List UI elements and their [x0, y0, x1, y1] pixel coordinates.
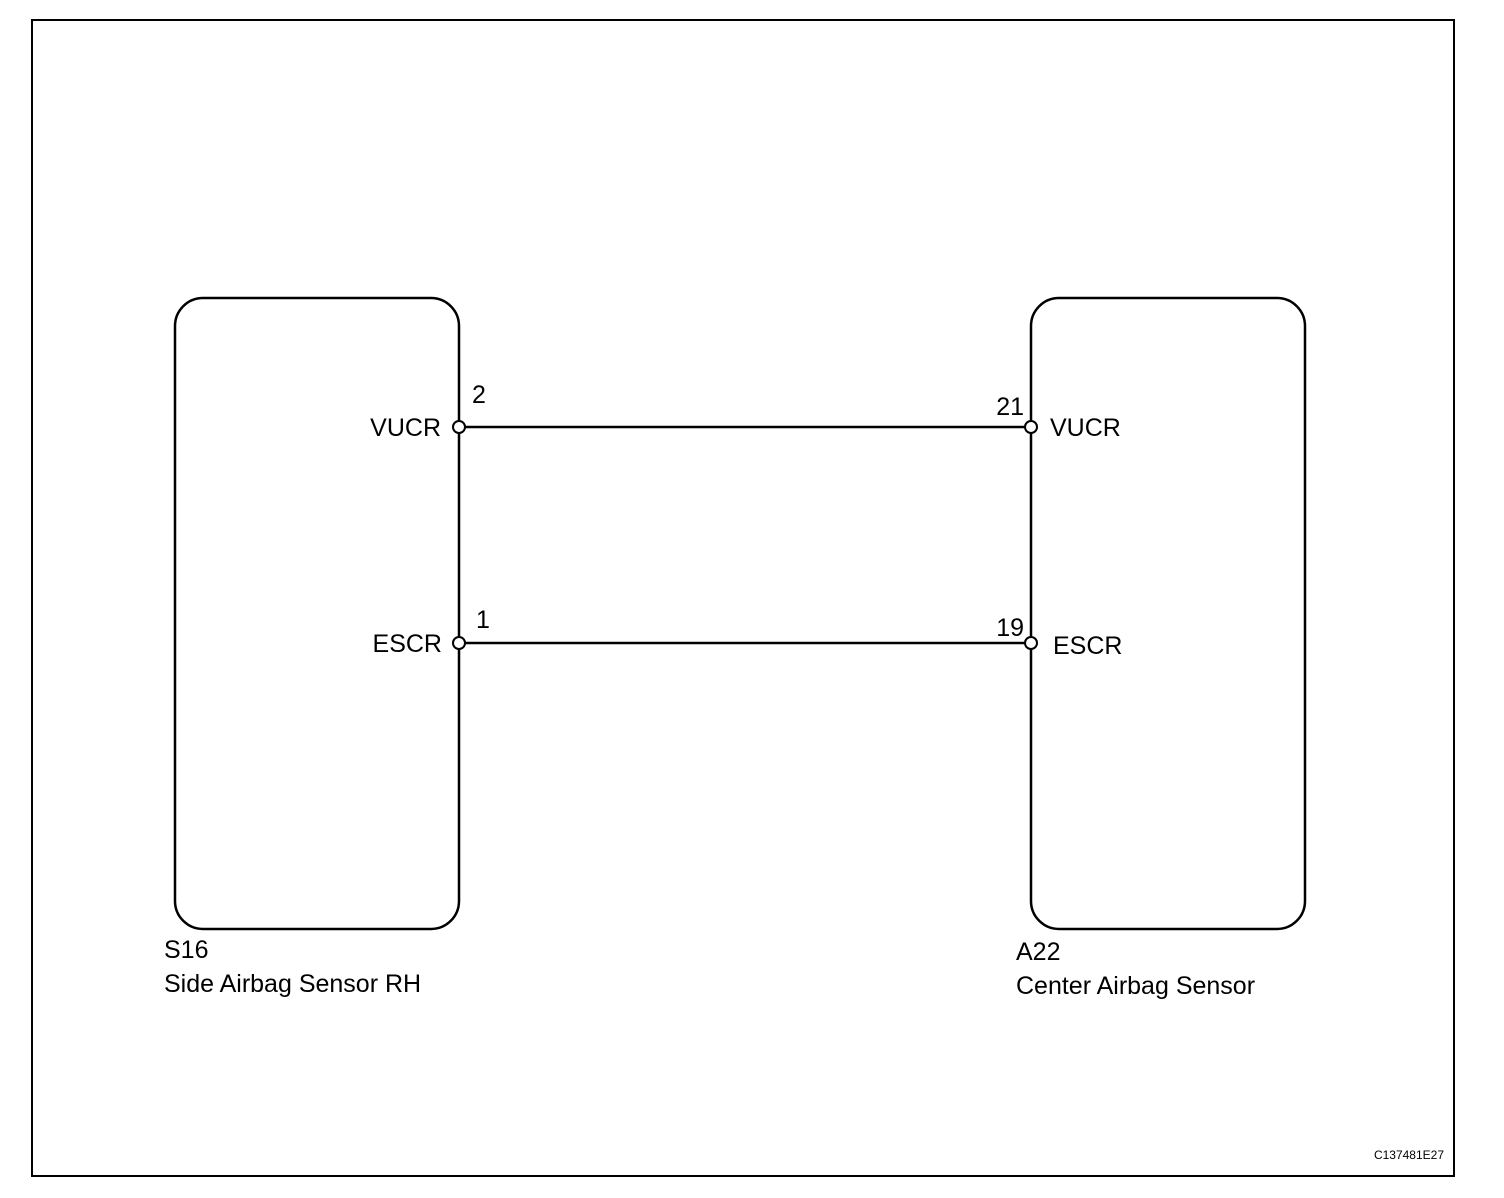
s16-pin-vucr-number: 2: [472, 381, 486, 409]
a22-pin-vucr-number: 21: [996, 393, 1024, 421]
s16-pin-escr-number: 1: [476, 606, 490, 634]
side-airbag-sensor-box: [173, 296, 461, 931]
s16-name: Side Airbag Sensor RH: [164, 970, 421, 998]
s16-pin-vucr-signal: VUCR: [370, 414, 441, 442]
diagram-frame: [31, 19, 1455, 1177]
a22-pin-escr-signal: ESCR: [1053, 632, 1122, 660]
a22-pin-escr-number: 19: [996, 614, 1024, 642]
s16-pin-escr-signal: ESCR: [373, 630, 442, 658]
terminal-a22-19: [1024, 636, 1038, 650]
s16-code: S16: [164, 936, 208, 964]
image-code: C137481E27: [1374, 1148, 1444, 1162]
terminal-a22-21: [1024, 420, 1038, 434]
a22-name: Center Airbag Sensor: [1016, 972, 1255, 1000]
terminal-s16-1: [452, 636, 466, 650]
center-airbag-sensor-box: [1029, 296, 1307, 931]
a22-code: A22: [1016, 938, 1060, 966]
terminal-s16-2: [452, 420, 466, 434]
a22-pin-vucr-signal: VUCR: [1050, 414, 1121, 442]
